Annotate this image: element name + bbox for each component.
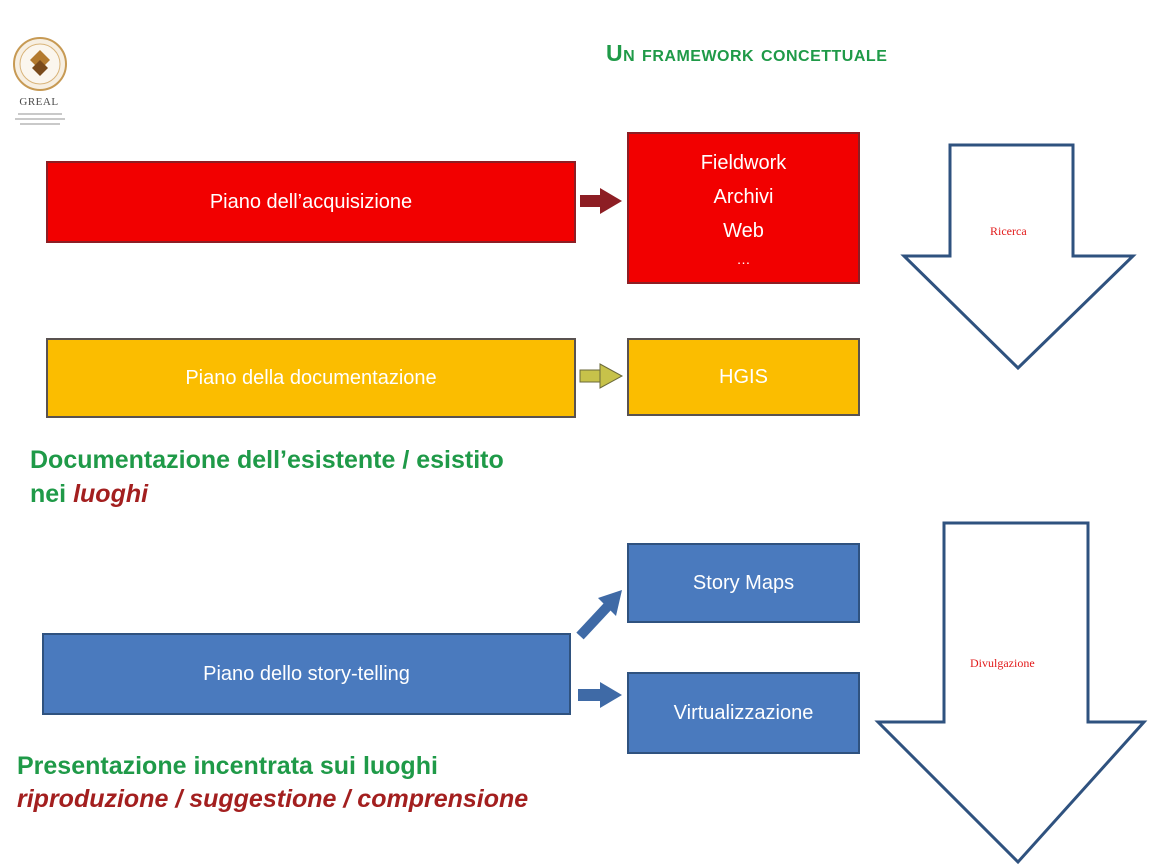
box-story-maps: Story Maps <box>627 543 860 623</box>
presentazione-caption-line2: riproduzione / suggestione / comprension… <box>17 785 529 813</box>
box-piano-storytelling: Piano dello story-telling <box>42 633 571 715</box>
box-virtualizzazione-label: Virtualizzazione <box>673 701 814 724</box>
box-sources: Fieldwork Archivi Web … <box>627 132 860 284</box>
label-divulgazione: Divulgazione <box>970 656 1035 670</box>
box-piano-documentazione: Piano della documentazione <box>46 338 576 418</box>
logo-subtitle-lines <box>12 110 68 125</box>
slide-title: Un framework concettuale <box>606 40 888 66</box>
box-piano-documentazione-label: Piano della documentazione <box>185 366 437 389</box>
box-piano-storytelling-label: Piano dello story-telling <box>203 662 410 685</box>
label-ricerca: Ricerca <box>990 224 1027 238</box>
big-arrow-ricerca <box>900 143 1137 371</box>
source-ellipsis: … <box>736 251 751 267</box>
documentazione-caption-emphasis: luoghi <box>73 480 149 508</box>
logo-name: GREAL <box>19 96 59 108</box>
greal-emblem-icon <box>13 37 67 91</box>
box-piano-acquisizione: Piano dell’acquisizione <box>46 161 576 243</box>
presentazione-caption-line1: Presentazione incentrata sui luoghi <box>17 752 438 780</box>
box-virtualizzazione: Virtualizzazione <box>627 672 860 754</box>
arrow-storytelling-to-virtualizzazione <box>578 682 622 708</box>
box-hgis-label: HGIS <box>719 365 768 388</box>
greal-logo <box>8 34 76 130</box>
box-piano-acquisizione-label: Piano dell’acquisizione <box>209 190 413 213</box>
arrow-storytelling-to-storymaps <box>576 590 622 640</box>
documentazione-caption-line1: Documentazione dell’esistente / esistito <box>30 446 504 474</box>
source-archivi: Archivi <box>713 186 774 208</box>
source-fieldwork: Fieldwork <box>700 152 787 174</box>
big-arrow-divulgazione <box>874 521 1148 865</box>
box-hgis: HGIS <box>627 338 860 416</box>
documentazione-caption-line2: nei luoghi <box>30 480 148 509</box>
source-web: Web <box>723 220 764 242</box>
documentazione-caption-prefix: nei <box>30 480 74 508</box>
arrow-acquisizione-to-sources <box>580 188 622 214</box>
arrow-documentazione-to-hgis <box>579 363 624 389</box>
box-story-maps-label: Story Maps <box>692 571 795 594</box>
